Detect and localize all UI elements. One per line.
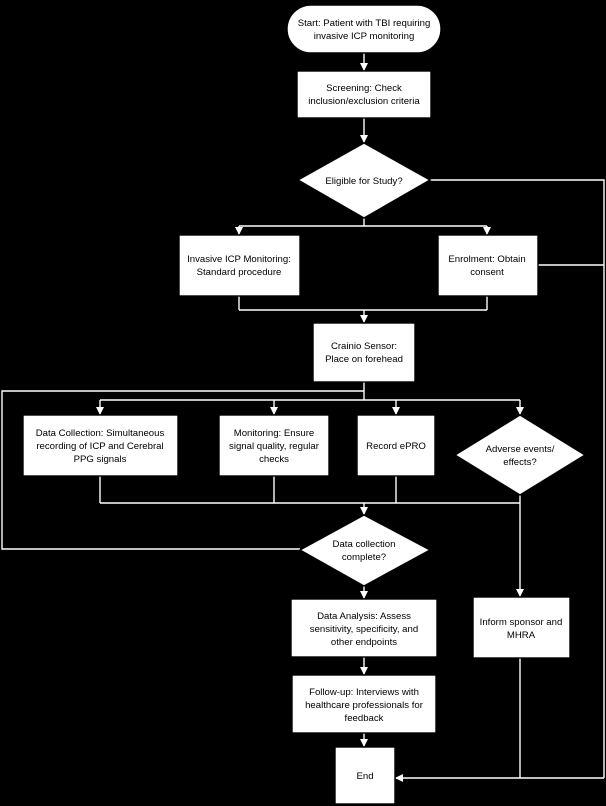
node-complete-line-2: complete?	[342, 552, 386, 563]
node-analysis: Data Analysis: Assess sensitivity, speci…	[290, 598, 438, 658]
node-monitoring-line-1: Monitoring: Ensure	[234, 428, 315, 439]
edge-labels: NO YES NO NO YES NO YES	[272, 167, 577, 596]
node-invasive: Invasive ICP Monitoring: Standard proced…	[178, 234, 301, 297]
label-complete-yes: YES	[371, 586, 388, 596]
label-adverse-no: NO	[449, 490, 462, 500]
node-datacoll-line-3: PPG signals	[74, 454, 127, 465]
node-end: End	[334, 746, 396, 805]
node-crainio-line-1: Crainio Sensor:	[331, 341, 397, 352]
node-epro-line-1: Record ePRO	[366, 441, 426, 452]
label-eligible-yes: YES	[377, 217, 394, 227]
node-start-line-2: invasive ICP monitoring	[314, 31, 415, 42]
label-adverse-yes: YES	[523, 549, 540, 559]
node-adverse-line-2: effects?	[503, 457, 536, 468]
edges	[1, 53, 605, 782]
node-adverse: Adverse events/ effects?	[453, 414, 587, 496]
label-eligible-no: NO	[440, 167, 453, 177]
node-eligible: Eligible for Study?	[296, 142, 432, 219]
node-screening-line-1: Screening: Check	[326, 83, 402, 94]
node-complete: Data collection complete?	[298, 514, 432, 587]
node-analysis-line-3: other endpoints	[331, 637, 397, 648]
node-screening-line-2: inclusion/exclusion criteria	[308, 96, 420, 107]
node-datacoll-line-1: Data Collection: Simultaneous	[36, 428, 165, 439]
node-crainio: Crainio Sensor: Place on forehead	[312, 322, 416, 383]
edge-eligible-no	[430, 179, 605, 778]
node-monitoring: Monitoring: Ensure signal quality, regul…	[218, 414, 330, 477]
node-analysis-line-2: sensitivity, specificity, and	[310, 624, 418, 635]
node-complete-line-1: Data collection	[333, 539, 396, 550]
node-invasive-line-2: Standard procedure	[197, 267, 282, 278]
node-monitoring-line-2: signal quality, regular	[229, 441, 320, 452]
node-monitoring-line-3: checks	[259, 454, 289, 465]
node-epro: Record ePRO	[356, 414, 436, 477]
node-eligible-line-1: Eligible for Study?	[325, 176, 402, 187]
node-end-line-1: End	[356, 771, 373, 782]
node-screening: Screening: Check inclusion/exclusion cri…	[296, 70, 432, 119]
node-followup: Follow-up: Interviews with healthcare pr…	[291, 674, 437, 734]
node-inform-line-1: Inform sponsor and	[480, 617, 563, 628]
label-enrolment-no: NO	[564, 255, 577, 265]
node-inform: Inform sponsor and MHRA	[472, 596, 571, 659]
node-invasive-line-1: Invasive ICP Monitoring:	[187, 254, 291, 265]
node-followup-line-2: healthcare professionals for	[305, 700, 424, 711]
node-datacoll-line-2: recording of ICP and Cerebral	[36, 441, 163, 452]
node-crainio-line-2: Place on forehead	[325, 354, 403, 365]
node-enrolment-line-2: consent	[470, 267, 504, 278]
node-followup-line-1: Follow-up: Interviews with	[309, 687, 419, 698]
node-start: Start: Patient with TBI requiring invasi…	[286, 4, 442, 54]
node-inform-line-2: MHRA	[507, 630, 536, 641]
node-enrolment-line-1: Enrolment: Obtain	[448, 254, 525, 265]
node-start-line-1: Start: Patient with TBI requiring	[298, 18, 431, 29]
node-datacoll: Data Collection: Simultaneous recording …	[22, 414, 179, 477]
node-enrolment: Enrolment: Obtain consent	[437, 234, 539, 297]
node-followup-line-3: feedback	[345, 713, 384, 724]
edge-complete-no-loop	[1, 390, 364, 550]
node-adverse-line-1: Adverse events/	[486, 444, 555, 455]
node-analysis-line-1: Data Analysis: Assess	[317, 611, 411, 622]
label-complete-no: NO	[272, 539, 285, 549]
